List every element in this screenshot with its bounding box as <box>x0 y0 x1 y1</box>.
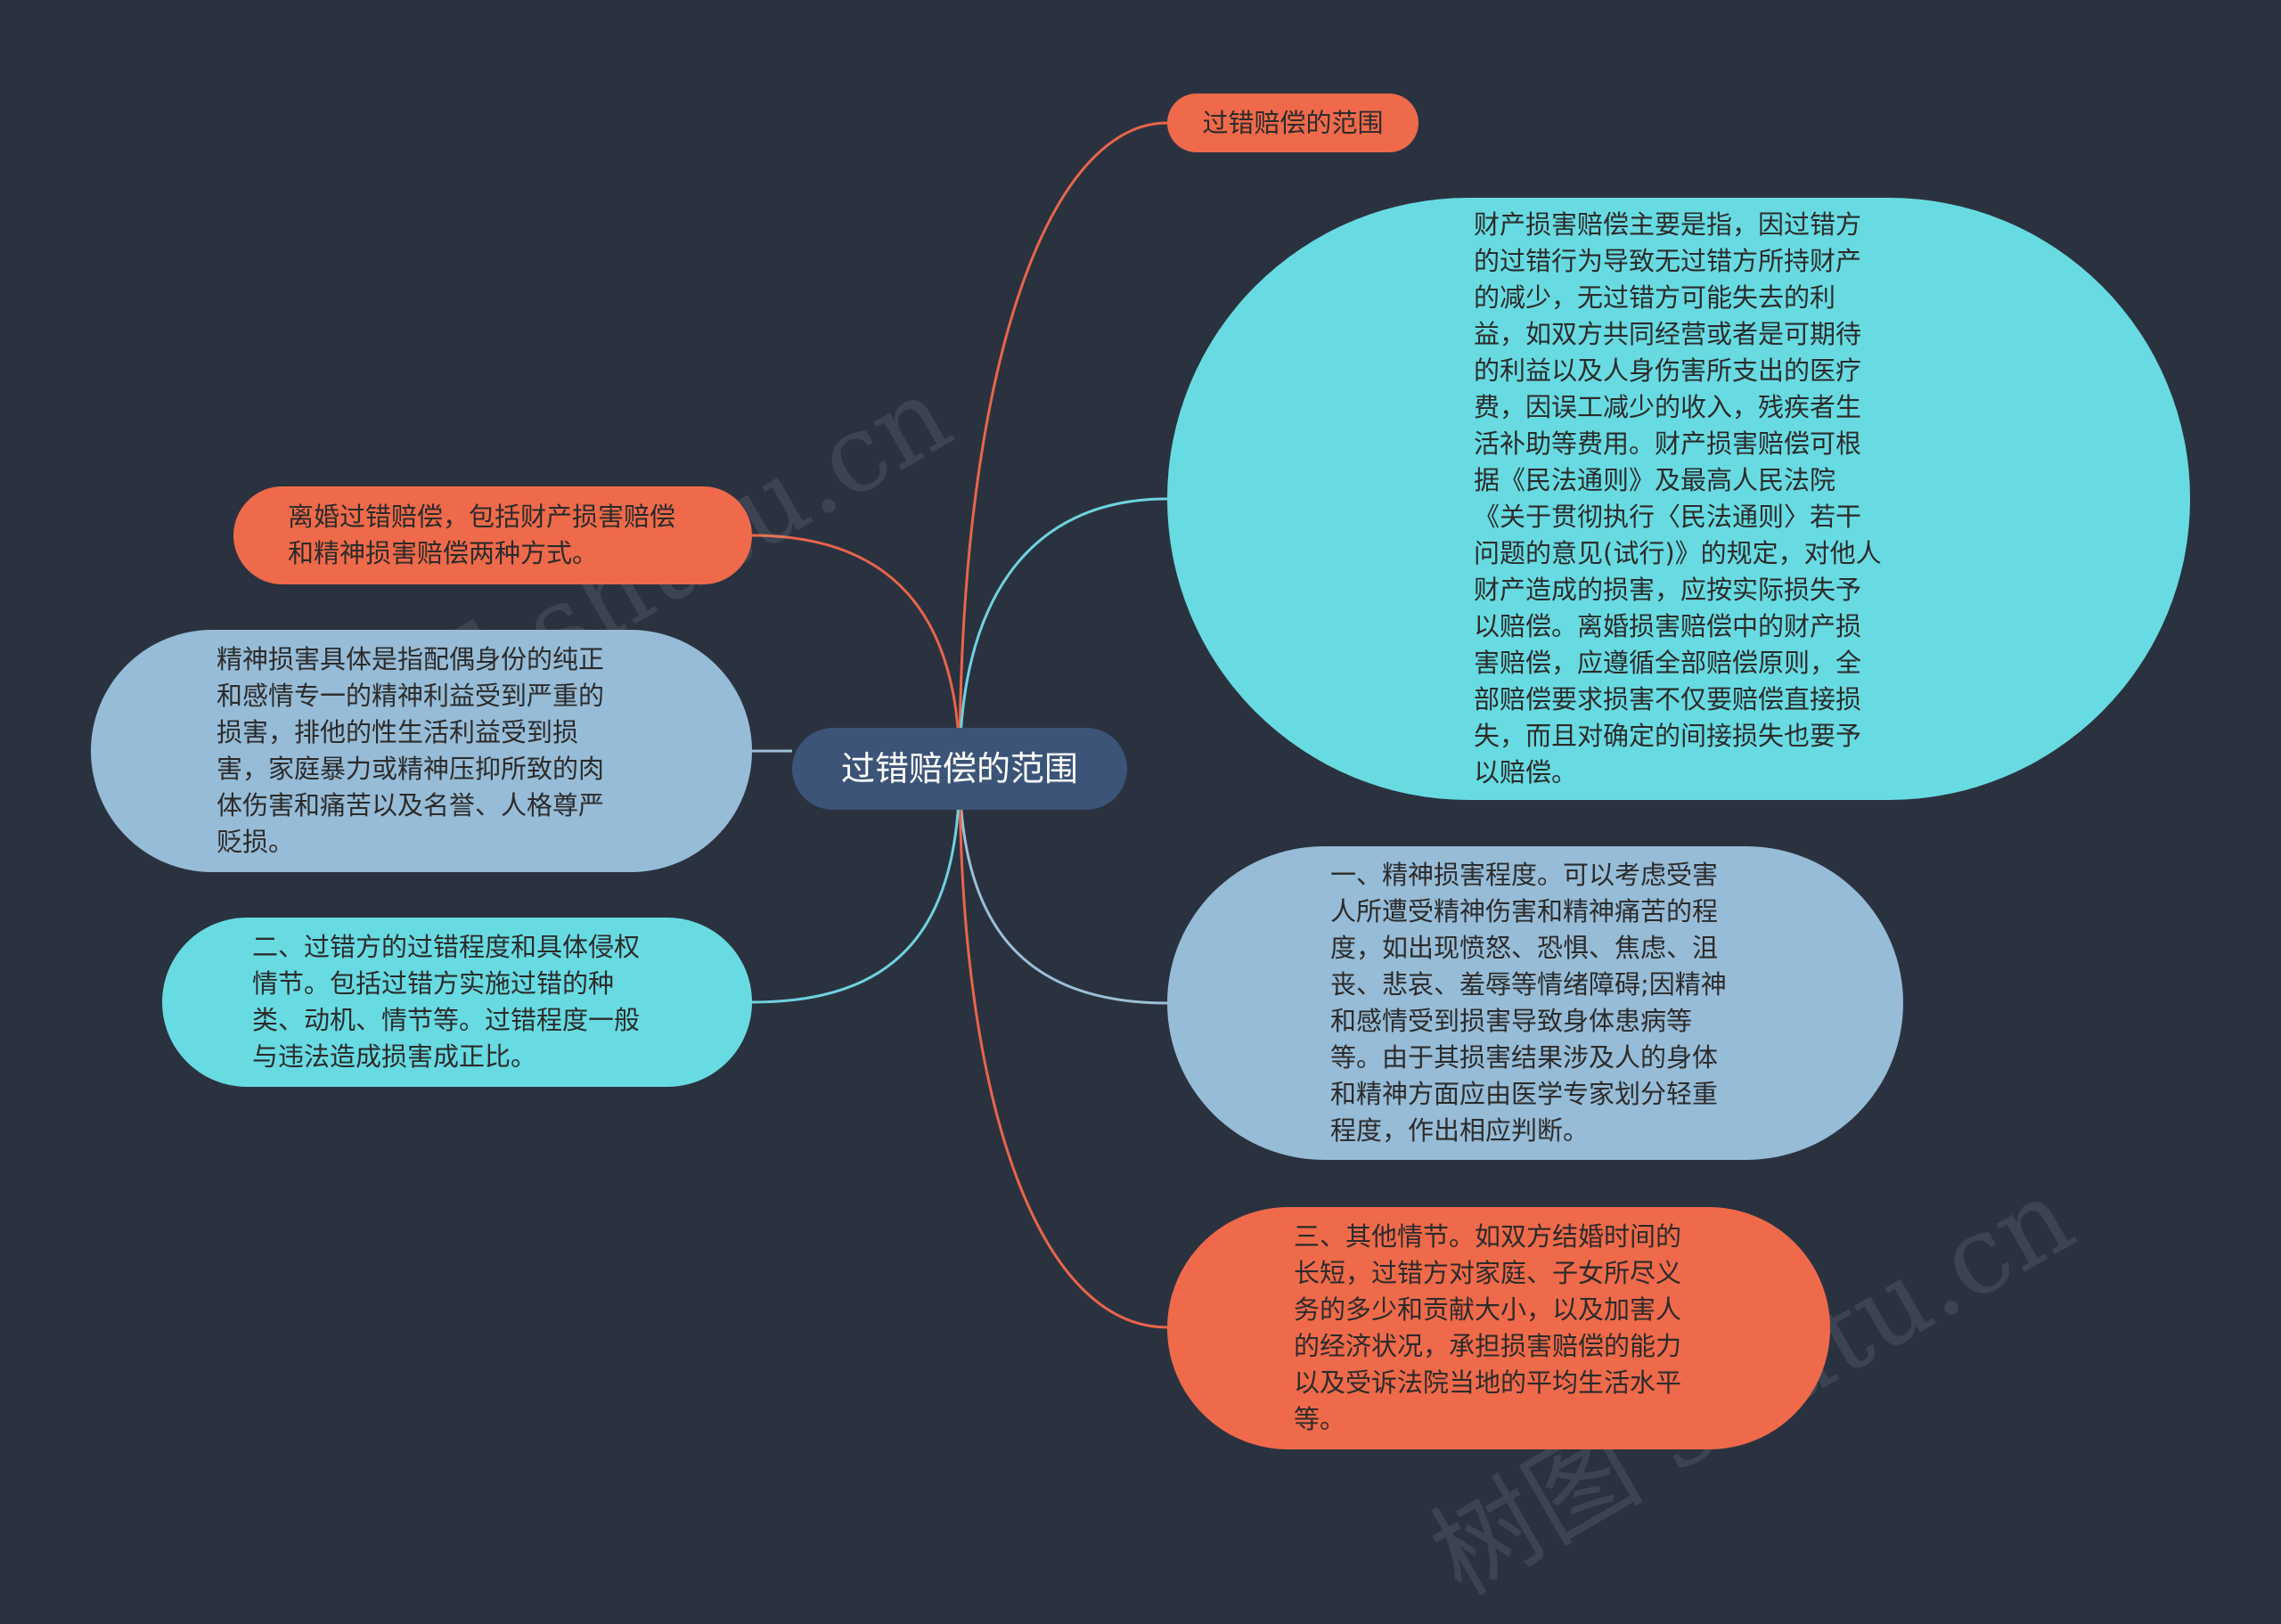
topic-node-other-circumstances[interactable]: 三、其他情节。如双方结婚时间的长短，过错方对家庭、子女所尽义务的多少和贡献大小，… <box>1167 1207 1830 1449</box>
topic-node-scope[interactable]: 过错赔偿的范围 <box>1167 94 1418 152</box>
topic-node-divorce-fault-compensation[interactable]: 离婚过错赔偿，包括财产损害赔偿和精神损害赔偿两种方式。 <box>233 486 752 584</box>
link-center-top <box>958 121 1168 770</box>
topic-label: 一、精神损害程度。可以考虑受害人所遭受精神伤害和精神痛苦的程度，如出现愤怒、恐惧… <box>1330 860 1727 1146</box>
topic-label: 二、过错方的过错程度和具体侵权情节。包括过错方实施过错的种类、动机、情节等。过错… <box>252 932 641 1072</box>
topic-label: 离婚过错赔偿，包括财产损害赔偿和精神损害赔偿两种方式。 <box>288 502 676 568</box>
topic-label: 财产损害赔偿主要是指，因过错方的过错行为导致无过错方所持财产的减少，无过错方可能… <box>1474 209 1882 788</box>
topic-label: 精神损害具体是指配偶身份的纯正和感情专一的精神利益受到严重的损害，排他的性生活利… <box>217 644 605 857</box>
connector-layer <box>751 121 1168 1329</box>
topic-node-fault-degree[interactable]: 二、过错方的过错程度和具体侵权情节。包括过错方实施过错的种类、动机、情节等。过错… <box>162 918 752 1087</box>
center-topic[interactable]: 过错赔偿的范围 <box>792 728 1127 810</box>
link-center-l3 <box>751 768 961 1004</box>
topic-node-property-damage[interactable]: 财产损害赔偿主要是指，因过错方的过错行为导致无过错方所持财产的减少，无过错方可能… <box>1167 198 2190 800</box>
topic-node-mental-damage-degree[interactable]: 一、精神损害程度。可以考虑受害人所遭受精神伤害和精神痛苦的程度，如出现愤怒、恐惧… <box>1167 846 1903 1160</box>
mind-map-canvas: 树图 shutu.cn 树图 shutu.cn 树图 shutu.cn 过错赔偿… <box>91 94 2190 1620</box>
center-topic-label: 过错赔偿的范围 <box>840 749 1078 788</box>
topic-label: 三、其他情节。如双方结婚时间的长短，过错方对家庭、子女所尽义务的多少和贡献大小，… <box>1294 1221 1682 1434</box>
link-center-r3 <box>958 768 1168 1329</box>
link-center-big <box>958 497 1168 770</box>
link-center-r2 <box>958 768 1168 1005</box>
topic-label: 过错赔偿的范围 <box>1202 107 1384 138</box>
topic-node-mental-damage-definition[interactable]: 精神损害具体是指配偶身份的纯正和感情专一的精神利益受到严重的损害，排他的性生活利… <box>91 630 752 872</box>
link-center-l1 <box>751 534 961 770</box>
